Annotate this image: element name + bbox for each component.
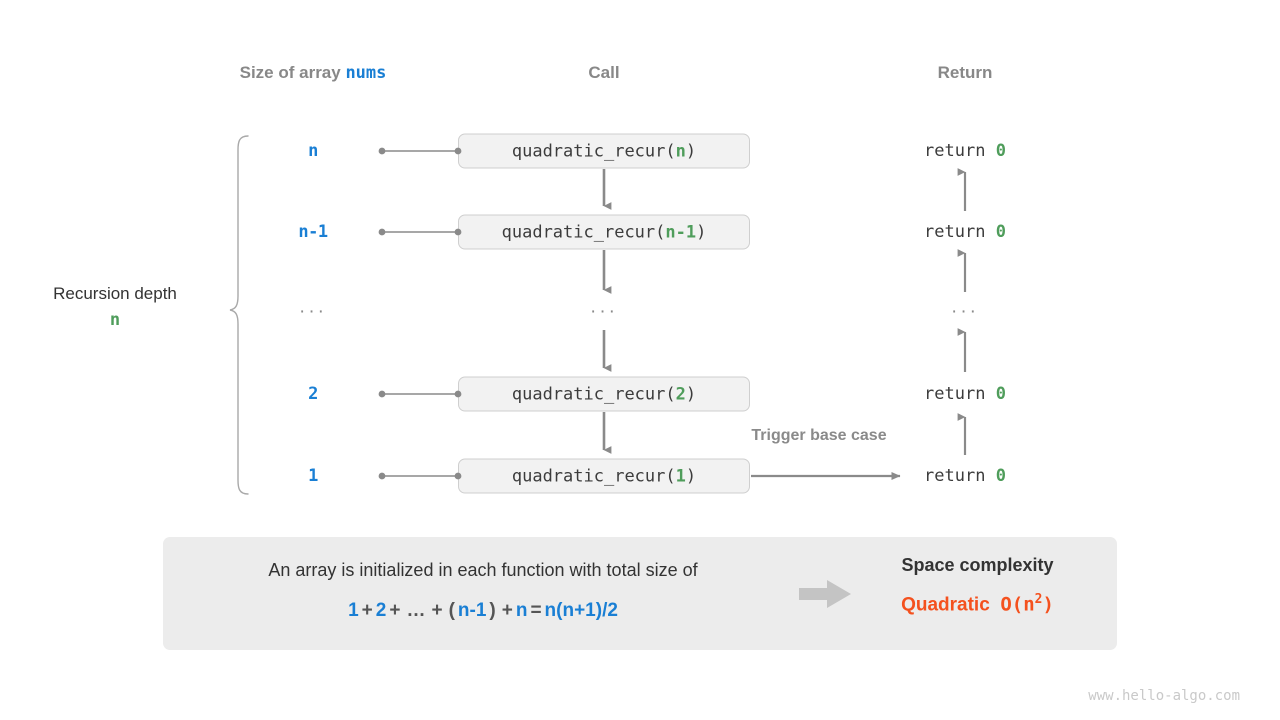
- watermark: www.hello-algo.com: [1088, 688, 1240, 704]
- recursion-depth-value: n: [109, 310, 121, 330]
- formula-term-3: n-1: [457, 600, 487, 621]
- call-box-arg-1: n: [675, 141, 686, 161]
- return-value-5: 0: [995, 466, 1006, 486]
- call-box-fn-4: quadratic_recur(: [511, 384, 676, 404]
- summary-formula: 1+2+…+(n-1)+n=n(n+1)/2: [193, 600, 773, 622]
- return-keyword-2: return: [924, 222, 996, 242]
- call-box-fn-2: quadratic_recur(: [501, 222, 666, 242]
- call-box-fn-1: quadratic_recur(: [511, 141, 676, 161]
- summary-description: An array is initialized in each function…: [268, 560, 698, 580]
- column-header-size-prefix: Size of array: [239, 63, 346, 82]
- call-box-arg-2: n-1: [665, 222, 697, 242]
- formula-op-3: +: [431, 600, 443, 621]
- formula-op-2: +: [389, 600, 401, 621]
- space-complexity-value: Quadratic O(n2): [860, 592, 1095, 616]
- call-box-row-4[interactable]: quadratic_recur(2): [458, 376, 750, 412]
- summary-panel: [163, 537, 1117, 650]
- column-header-size: Size of array nums: [240, 63, 387, 83]
- return-label-row-2: return 0: [924, 222, 1006, 242]
- space-complexity-title: Space complexity: [901, 555, 1054, 575]
- call-box-close-4: ): [685, 384, 697, 404]
- column-header-return: Return: [937, 63, 993, 82]
- complexity-bigo-exponent: 2: [1034, 592, 1043, 607]
- return-value-4: 0: [995, 384, 1006, 404]
- size-label-ellipsis: ···: [299, 301, 327, 322]
- call-column-ellipsis: ···: [590, 301, 618, 322]
- recursion-depth-caption: Recursion depth n: [53, 284, 177, 330]
- return-keyword-1: return: [924, 141, 996, 161]
- size-label-row-2: n-1: [298, 222, 328, 242]
- formula-paren-close: ): [489, 600, 496, 621]
- call-box-row-1[interactable]: quadratic_recur(n): [458, 133, 750, 169]
- formula-equals: =: [530, 600, 542, 621]
- formula-paren-open: (: [448, 600, 455, 621]
- size-label-row-4: 2: [308, 384, 318, 404]
- return-label-row-1: return 0: [924, 141, 1006, 161]
- return-value-1: 0: [995, 141, 1006, 161]
- call-box-row-5[interactable]: quadratic_recur(1): [458, 458, 750, 494]
- complexity-bigo-close: ): [1042, 593, 1054, 616]
- return-value-2: 0: [995, 222, 1006, 242]
- right-arrow-icon: [799, 580, 851, 608]
- formula-op-1: +: [361, 600, 373, 621]
- formula-term-2: 2: [375, 600, 387, 621]
- formula-term-1: 1: [348, 600, 359, 621]
- formula-ellipsis: …: [406, 600, 426, 621]
- formula-op-4: +: [501, 600, 513, 621]
- call-box-arg-4: 2: [675, 384, 686, 404]
- return-label-row-5: return 0: [924, 466, 1006, 486]
- column-header-call: Call: [588, 63, 620, 82]
- complexity-kind: Quadratic: [901, 594, 990, 616]
- recursion-depth-title: Recursion depth: [53, 284, 177, 303]
- call-box-close-1: ): [685, 141, 697, 161]
- call-box-row-2[interactable]: quadratic_recur(n-1): [458, 214, 750, 250]
- trigger-base-case-note: Trigger base case: [751, 427, 887, 444]
- return-label-row-4: return 0: [924, 384, 1006, 404]
- complexity-bigo-open: O(n: [1000, 593, 1035, 616]
- call-box-close-5: ): [685, 466, 697, 486]
- return-keyword-5: return: [924, 466, 996, 486]
- recursion-depth-brace: [229, 135, 249, 495]
- formula-result: n(n+1)/2: [544, 600, 618, 621]
- call-box-arg-5: 1: [675, 466, 686, 486]
- call-box-close-2: ): [696, 222, 707, 242]
- complexity-summary: Space complexity Quadratic O(n2): [860, 555, 1095, 616]
- return-column-ellipsis: ···: [951, 301, 979, 322]
- summary-text-block: An array is initialized in each function…: [193, 560, 773, 622]
- call-box-fn-5: quadratic_recur(: [511, 466, 676, 486]
- formula-term-4: n: [515, 600, 528, 621]
- size-label-row-5: 1: [308, 466, 318, 486]
- return-keyword-4: return: [924, 384, 996, 404]
- size-to-call-connectors: [378, 147, 462, 480]
- column-header-size-code: nums: [345, 63, 387, 83]
- size-label-row-1: n: [308, 141, 318, 161]
